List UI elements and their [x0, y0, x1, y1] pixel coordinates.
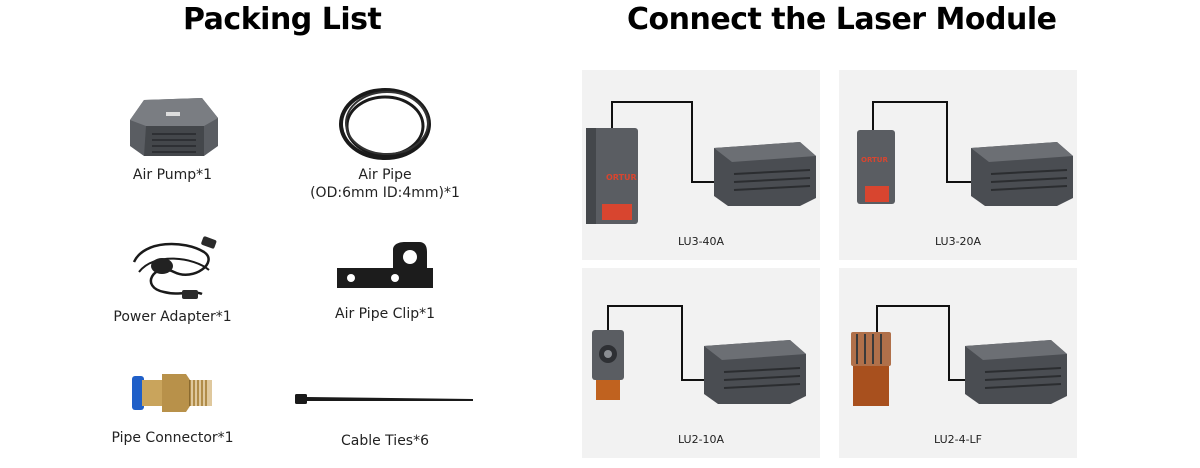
connect-module-title: Connect the Laser Module [627, 2, 1057, 37]
packing-item-air-pipe: Air Pipe (OD:6mm ID:4mm)*1 [300, 84, 470, 204]
lu2-10a-diagram [592, 305, 806, 404]
pipe-connector-icon [132, 374, 212, 412]
packing-item-air-pipe-clip: Air Pipe Clip*1 [300, 238, 470, 328]
packing-item-cable-ties: Cable Ties*6 [290, 380, 480, 455]
lu2-4-lf-diagram [851, 305, 1067, 406]
pipe-connector-label: Pipe Connector*1 [111, 430, 234, 446]
air-pipe-clip-icon [337, 242, 433, 288]
svg-text:ORTUR: ORTUR [606, 173, 637, 182]
air-pipe-clip-label: Air Pipe Clip*1 [335, 306, 435, 322]
module-label-lu3-20a: LU3-20A [934, 235, 982, 248]
air-pump-icon [971, 142, 1073, 206]
module-label-lu2-10a: LU2-10A [677, 433, 725, 446]
module-panel-lu3-20a: ORTUR LU3-20A [839, 70, 1077, 260]
packing-item-pipe-connector: Pipe Connector*1 [100, 362, 245, 457]
air-pump-icon [704, 340, 806, 404]
power-adapter-icon [132, 236, 217, 299]
svg-text:ORTUR: ORTUR [861, 156, 888, 164]
air-pump-icon [714, 142, 816, 206]
module-panel-lu3-40a: ORTUR LU3-40A [582, 70, 820, 260]
packing-item-power-adapter: Power Adapter*1 [100, 232, 245, 332]
module-label-lu3-40a: LU3-40A [677, 235, 725, 248]
lu2-10a-laser-icon [592, 330, 624, 400]
packing-list-title: Packing List [183, 2, 382, 37]
air-pump-icon [965, 340, 1067, 404]
lu3-40a-diagram: ORTUR [586, 101, 816, 224]
module-label-lu2-4-lf: LU2-4-LF [933, 433, 983, 446]
air-pipe-icon [339, 88, 431, 160]
module-panel-lu2-4-lf: LU2-4-LF [839, 268, 1077, 458]
cable-ties-icon [295, 394, 473, 404]
air-pipe-label: Air Pipe (OD:6mm ID:4mm)*1 [310, 167, 460, 201]
lu3-40a-laser-icon: ORTUR [586, 128, 638, 224]
packing-item-air-pump: Air Pump*1 [100, 88, 245, 198]
lu2-4-lf-laser-icon [851, 332, 891, 406]
air-pump-icon [130, 98, 218, 156]
cable-ties-label: Cable Ties*6 [340, 433, 430, 449]
air-pump-label: Air Pump*1 [132, 167, 213, 183]
power-adapter-label: Power Adapter*1 [113, 309, 232, 325]
lu3-20a-diagram: ORTUR [857, 101, 1073, 206]
lu3-20a-laser-icon: ORTUR [857, 130, 895, 204]
module-panel-lu2-10a: LU2-10A [582, 268, 820, 458]
